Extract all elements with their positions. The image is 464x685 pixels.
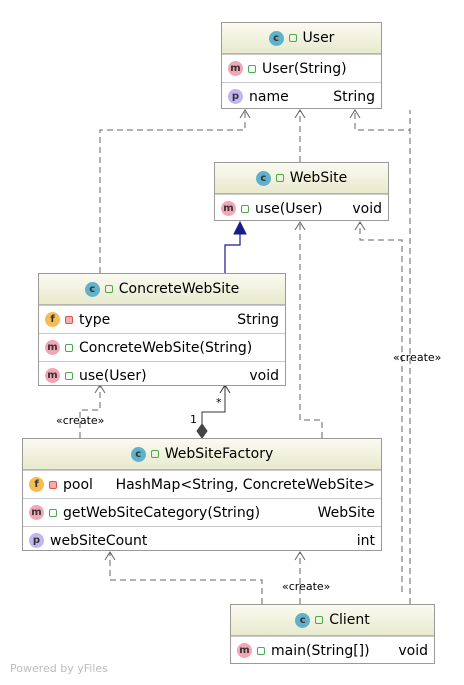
- class-concretewebsite[interactable]: c ConcreteWebSite f type String m Concre…: [38, 273, 286, 386]
- class-client-name: Client: [329, 612, 370, 628]
- class-website[interactable]: c WebSite m use(User) void: [214, 162, 389, 221]
- aggregation-factory-concrete: [201, 385, 226, 426]
- public-icon: [248, 64, 256, 73]
- member-row[interactable]: m use(User) void: [215, 194, 388, 222]
- member-name: ConcreteWebSite(String): [79, 339, 253, 356]
- member-type: WebSite: [317, 504, 375, 521]
- public-icon: [104, 285, 113, 293]
- member-name: type: [79, 311, 111, 328]
- class-user-header: c User: [222, 23, 381, 54]
- member-type: String: [237, 311, 279, 328]
- public-icon: [65, 343, 73, 352]
- member-name: webSiteCount: [50, 532, 148, 549]
- member-name: User(String): [262, 60, 347, 77]
- class-user[interactable]: c User m User(String) p name String: [221, 22, 382, 109]
- arrowhead-website-1: [294, 221, 306, 231]
- footer-credit: Powered by yFiles: [10, 662, 108, 675]
- dependency-factory-concrete: [79, 385, 101, 438]
- arrowhead-website-2: [354, 221, 366, 231]
- public-icon: [315, 616, 324, 624]
- member-row[interactable]: m getWebSiteCategory(String) WebSite: [23, 498, 381, 526]
- member-row[interactable]: m User(String): [222, 54, 381, 82]
- member-row[interactable]: f pool HashMap<String, ConcreteWebSite>: [23, 470, 381, 498]
- class-icon: c: [84, 281, 100, 297]
- class-icon: c: [295, 612, 311, 628]
- create-label-client-factory: «create»: [282, 580, 331, 593]
- class-icon: c: [268, 30, 284, 46]
- arrowhead-user-2: [294, 109, 306, 119]
- field-icon: f: [45, 312, 60, 327]
- member-name: name: [249, 88, 289, 105]
- arrowhead-user-3: [349, 109, 361, 119]
- class-websitefactory-header: c WebSiteFactory: [23, 439, 381, 470]
- public-icon: [49, 508, 57, 517]
- class-website-name: WebSite: [289, 170, 348, 186]
- multiplicity-one: 1: [190, 413, 197, 426]
- lock-icon: [49, 480, 57, 489]
- class-websitefactory[interactable]: c WebSiteFactory f pool HashMap<String, …: [22, 438, 382, 551]
- dependency-concretewebsite-user: [99, 110, 246, 273]
- method-icon: m: [221, 201, 236, 216]
- member-type: void: [352, 200, 382, 217]
- member-row[interactable]: m use(User) void: [39, 361, 285, 389]
- member-row[interactable]: p name String: [222, 82, 381, 110]
- dependency-client-website: [359, 222, 403, 592]
- dependency-client-user-right: [354, 110, 411, 604]
- inheritance-concrete-website: [224, 234, 241, 273]
- public-icon: [150, 450, 159, 458]
- member-row[interactable]: p webSiteCount int: [23, 526, 381, 554]
- method-icon: m: [228, 61, 243, 76]
- member-type: HashMap<String, ConcreteWebSite>: [115, 476, 375, 493]
- class-client[interactable]: c Client m main(String[]) void: [230, 604, 435, 664]
- member-name: use(User): [255, 200, 323, 217]
- member-row[interactable]: f type String: [39, 305, 285, 333]
- member-name: pool: [63, 476, 93, 493]
- member-type: String: [333, 88, 375, 105]
- member-row[interactable]: m ConcreteWebSite(String): [39, 333, 285, 361]
- member-name: use(User): [79, 367, 147, 384]
- public-icon: [241, 204, 249, 213]
- member-name: getWebSiteCategory(String): [63, 504, 261, 521]
- member-type: void: [249, 367, 279, 384]
- lock-icon: [65, 315, 73, 324]
- property-icon: p: [29, 533, 44, 548]
- arrowhead-user-1: [239, 109, 251, 119]
- public-icon: [275, 174, 284, 182]
- property-icon: p: [228, 89, 243, 104]
- multiplicity-many: *: [216, 396, 222, 409]
- abstract-class-icon: c: [255, 170, 271, 186]
- public-icon: [257, 646, 265, 655]
- arrowhead-factory-1: [104, 551, 116, 561]
- class-concretewebsite-name: ConcreteWebSite: [118, 281, 240, 297]
- dependency-factory-website: [299, 222, 323, 438]
- arrowhead-factory-2: [294, 551, 306, 561]
- class-concretewebsite-header: c ConcreteWebSite: [39, 274, 285, 305]
- create-label-factory-concrete: «create»: [56, 414, 105, 427]
- method-icon: m: [237, 643, 252, 658]
- member-type: void: [398, 642, 428, 659]
- public-icon: [288, 34, 297, 42]
- inheritance-arrowhead: [233, 220, 247, 235]
- create-label-client-website: «create»: [393, 351, 442, 364]
- class-user-name: User: [302, 30, 335, 46]
- dependency-client-factory: [109, 552, 263, 604]
- aggregation-diamond: [196, 423, 208, 439]
- field-icon: f: [29, 477, 44, 492]
- class-client-header: c Client: [231, 605, 434, 636]
- member-name: main(String[]): [271, 642, 370, 659]
- member-type: int: [356, 532, 375, 549]
- class-website-header: c WebSite: [215, 163, 388, 194]
- public-icon: [65, 371, 73, 380]
- method-icon: m: [45, 340, 60, 355]
- method-icon: m: [45, 368, 60, 383]
- class-icon: c: [130, 446, 146, 462]
- member-row[interactable]: m main(String[]) void: [231, 636, 434, 664]
- method-icon: m: [29, 505, 44, 520]
- class-websitefactory-name: WebSiteFactory: [164, 446, 274, 462]
